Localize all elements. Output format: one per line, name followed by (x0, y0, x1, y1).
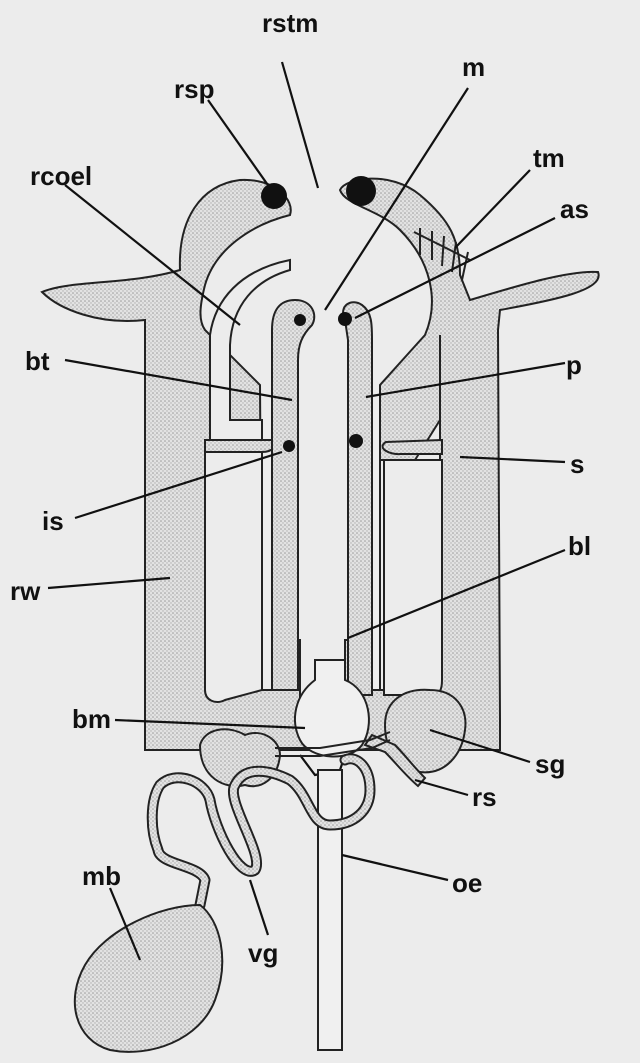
label-rstm: rstm (262, 8, 318, 38)
proboscis-left (272, 300, 314, 690)
muscular-bulb (75, 905, 222, 1052)
label-sg: sg (535, 749, 565, 779)
label-bl: bl (568, 531, 591, 561)
rostellar-spot-left (261, 183, 287, 209)
inner-cavity-left (205, 445, 262, 702)
proboscis-right (343, 302, 372, 695)
rostellar-spot-right (346, 176, 376, 206)
label-as: as (560, 194, 589, 224)
label-rcoel: rcoel (30, 161, 92, 191)
anterior-spot-right (338, 312, 352, 326)
label-p: p (566, 350, 582, 380)
label-is: is (42, 506, 64, 536)
label-s: s (570, 449, 584, 479)
label-rsp: rsp (174, 74, 214, 104)
label-bt: bt (25, 346, 50, 376)
septum-left (205, 440, 275, 452)
label-mb: mb (82, 861, 121, 891)
label-rw: rw (10, 576, 41, 606)
label-tm: tm (533, 143, 565, 173)
anterior-spot-left (294, 314, 306, 326)
septum-right (383, 440, 442, 454)
oesophagus (318, 770, 342, 1050)
label-m: m (462, 52, 485, 82)
inner-cavity-right (384, 460, 442, 695)
label-rs: rs (472, 782, 497, 812)
label-vg: vg (248, 938, 278, 968)
label-oe: oe (452, 868, 482, 898)
inner-spot-left (283, 440, 295, 452)
label-bm: bm (72, 704, 111, 734)
inner-spot-right (349, 434, 363, 448)
